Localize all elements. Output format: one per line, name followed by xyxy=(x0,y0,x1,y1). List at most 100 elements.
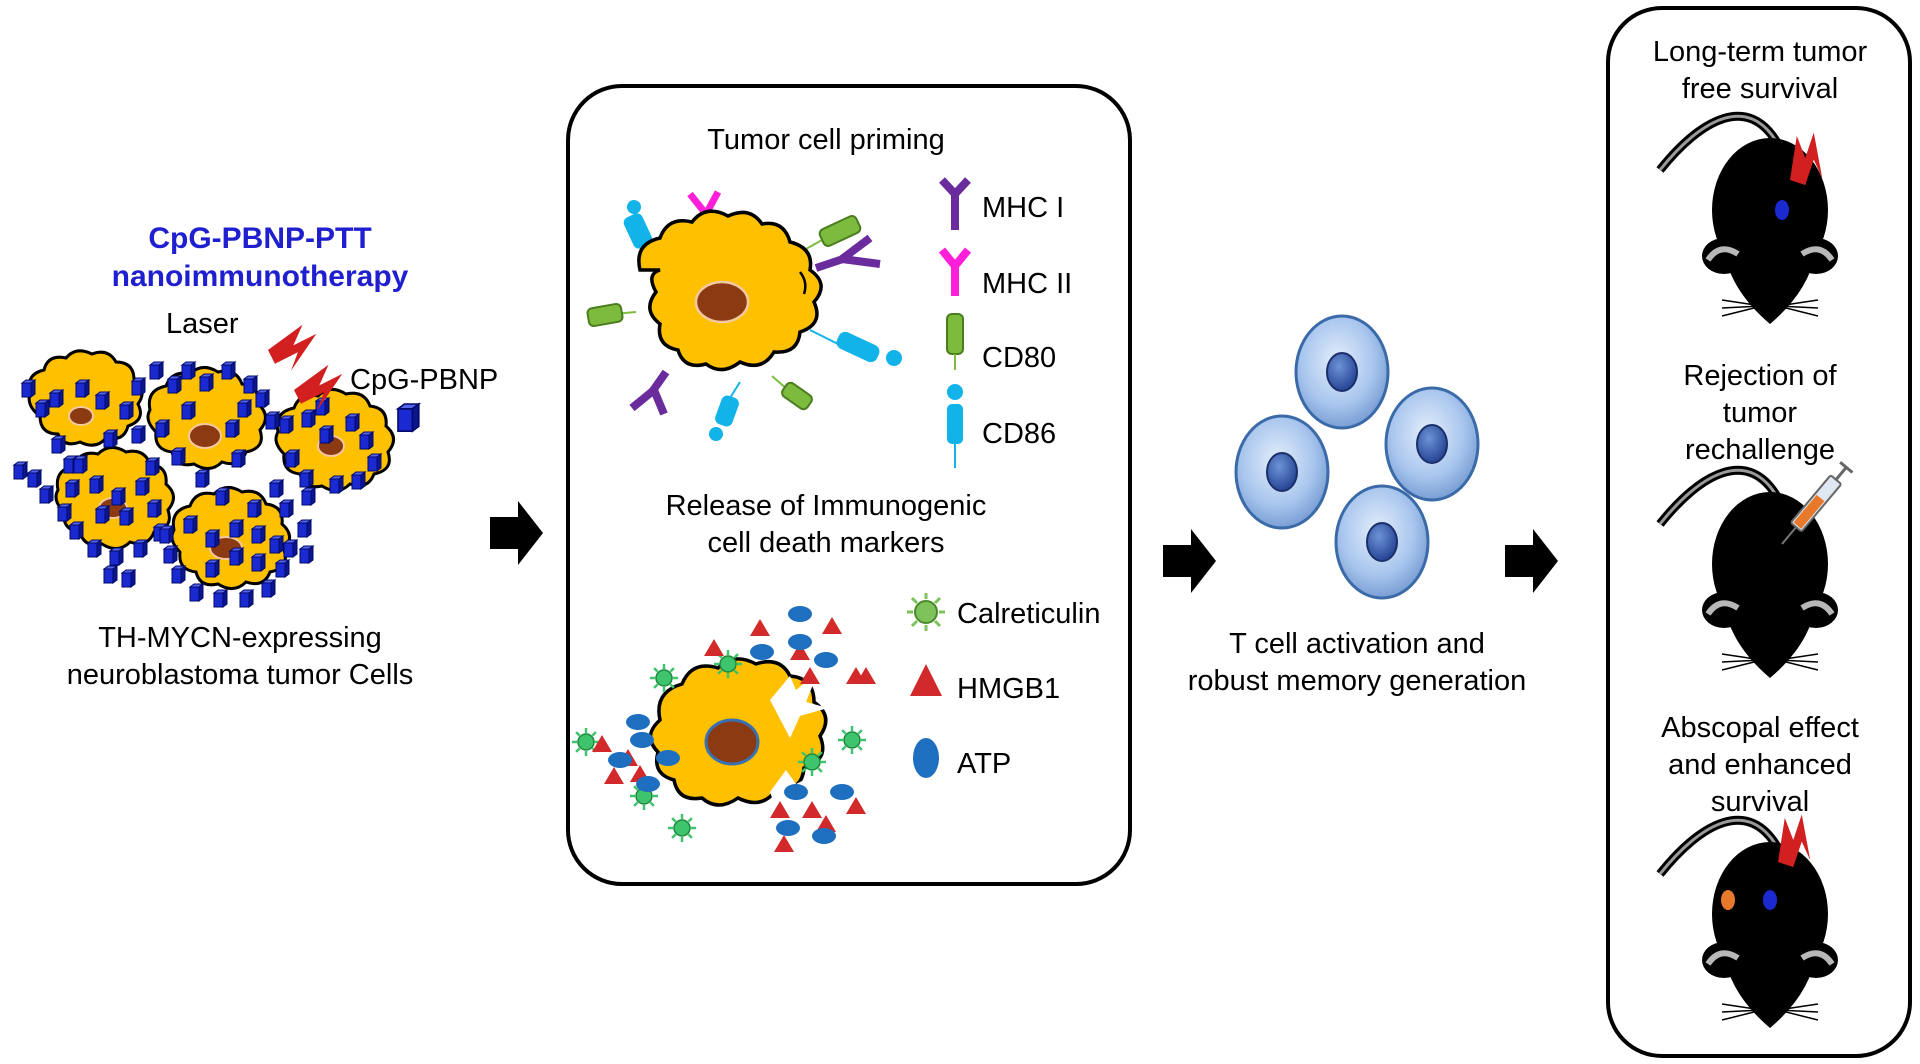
nanoparticle xyxy=(171,565,186,584)
hmgb1-marker xyxy=(790,643,810,660)
tumor-cells-caption-line2: neuroblastoma tumor Cells xyxy=(66,659,414,691)
cd86-icon xyxy=(947,384,963,468)
atp-marker xyxy=(626,714,650,730)
flow-arrow xyxy=(1505,529,1558,593)
nanoparticle xyxy=(279,415,294,434)
nanoparticle xyxy=(119,507,134,526)
cd80-receptor xyxy=(586,302,637,328)
nanoparticle xyxy=(205,529,220,548)
nanoparticle xyxy=(301,409,316,428)
tumor-cell xyxy=(27,349,144,447)
nanoparticle xyxy=(111,487,126,506)
priming-panel xyxy=(566,84,1132,886)
nanoparticle xyxy=(213,589,228,608)
release-caption: Release of Immunogenic cell death marker… xyxy=(616,488,1036,562)
nanoparticle xyxy=(155,419,170,438)
atp-marker xyxy=(784,784,808,800)
mouse-icon xyxy=(1656,111,1841,324)
mhc-i-receptor xyxy=(629,369,670,416)
nanoparticle xyxy=(95,391,110,410)
outcome-long-term-survival: Long-term tumor free survival xyxy=(1610,34,1910,108)
nanoparticle xyxy=(299,469,314,488)
nanoparticle xyxy=(167,375,182,394)
mouse-icon xyxy=(1656,461,1854,678)
therapy-title: CpG-PBNP-PTT nanoimmunotherapy xyxy=(110,220,410,296)
icd-marker-group xyxy=(572,606,876,852)
nanoparticle xyxy=(205,559,220,578)
nanoparticle xyxy=(103,565,118,584)
nanoparticle xyxy=(171,447,186,466)
outcome3-line2: and enhanced xyxy=(1668,749,1852,781)
nanoparticle xyxy=(189,583,204,602)
hmgb1-marker xyxy=(846,797,866,814)
atp-marker xyxy=(630,732,654,748)
nanoparticle xyxy=(131,377,146,396)
nanoparticle xyxy=(103,429,118,448)
nanoparticle xyxy=(229,547,244,566)
atp-marker xyxy=(788,606,812,622)
t-cell xyxy=(1334,484,1430,600)
nanoparticle xyxy=(225,419,240,438)
nanoparticle xyxy=(39,485,54,504)
nanoparticle xyxy=(199,373,214,392)
primed-tumor-cell xyxy=(586,190,902,441)
nanoparticle xyxy=(345,413,360,432)
priming-title: Tumor cell priming xyxy=(707,124,945,156)
therapy-title-line1: CpG-PBNP-PTT xyxy=(148,222,372,255)
outcome2-line1: Rejection of xyxy=(1683,360,1837,392)
nanoparticle xyxy=(159,525,174,544)
legend-mhc-ii-label: MHC II xyxy=(982,268,1073,300)
nanoparticle xyxy=(319,425,334,444)
nanoparticle xyxy=(351,471,366,490)
outcome1-line2: free survival xyxy=(1681,73,1839,105)
legend-cd80-label: CD80 xyxy=(982,342,1057,374)
laser-label: Laser xyxy=(166,308,239,340)
hmgb1-marker xyxy=(770,801,790,818)
nanoparticle xyxy=(49,389,64,408)
atp-marker xyxy=(788,634,812,650)
nanoparticle xyxy=(87,539,102,558)
nanoparticle xyxy=(265,411,280,430)
legend-atp-label: ATP xyxy=(957,748,1012,780)
atp-marker xyxy=(830,784,854,800)
tumor-cells-caption-line1: TH-MYCN-expressing xyxy=(98,622,382,654)
atp-marker xyxy=(636,776,660,792)
outcome3-line3: survival xyxy=(1710,786,1810,818)
t-cell xyxy=(1384,386,1480,502)
mhc-i-icon xyxy=(939,177,971,230)
nanoparticle xyxy=(163,545,178,564)
mhc-ii-icon xyxy=(938,247,972,296)
outcome-rechallenge-rejection: Rejection of tumor rechallenge xyxy=(1610,358,1910,469)
nanoparticle xyxy=(181,361,196,380)
nanoparticle xyxy=(13,461,28,480)
nanoparticle xyxy=(65,479,80,498)
release-caption-line2: cell death markers xyxy=(707,527,945,559)
t-cell xyxy=(1294,314,1390,430)
nanoparticle xyxy=(149,361,164,380)
hmgb1-marker xyxy=(856,667,876,684)
flow-arrow xyxy=(490,501,543,565)
tumor-cells-caption: TH-MYCN-expressing neuroblastoma tumor C… xyxy=(40,620,440,694)
flow-arrow xyxy=(1163,529,1216,593)
nanoparticle xyxy=(329,475,344,494)
outcome-abscopal-effect: Abscopal effect and enhanced survival xyxy=(1610,710,1910,821)
atp-marker xyxy=(812,828,836,844)
nanoparticle xyxy=(121,569,136,588)
nanoparticle xyxy=(215,487,230,506)
therapy-title-line2: nanoimmunotherapy xyxy=(111,260,409,293)
hmgb1-marker xyxy=(800,667,820,684)
atp-marker xyxy=(608,752,632,768)
tcell-caption-line2: robust memory generation xyxy=(1187,665,1527,697)
nanoparticle xyxy=(75,379,90,398)
hmgb1-marker xyxy=(774,835,794,852)
tcell-caption: T cell activation and robust memory gene… xyxy=(1162,626,1552,700)
cd86-receptor xyxy=(709,381,741,441)
nanoparticle xyxy=(301,487,316,506)
tcell-caption-line1: T cell activation and xyxy=(1229,628,1485,660)
cd80-icon xyxy=(946,313,964,370)
nanoparticle-label: CpG-PBNP xyxy=(350,364,499,396)
outcome2-line3: rechallenge xyxy=(1685,434,1835,466)
nanoparticle xyxy=(69,521,84,540)
